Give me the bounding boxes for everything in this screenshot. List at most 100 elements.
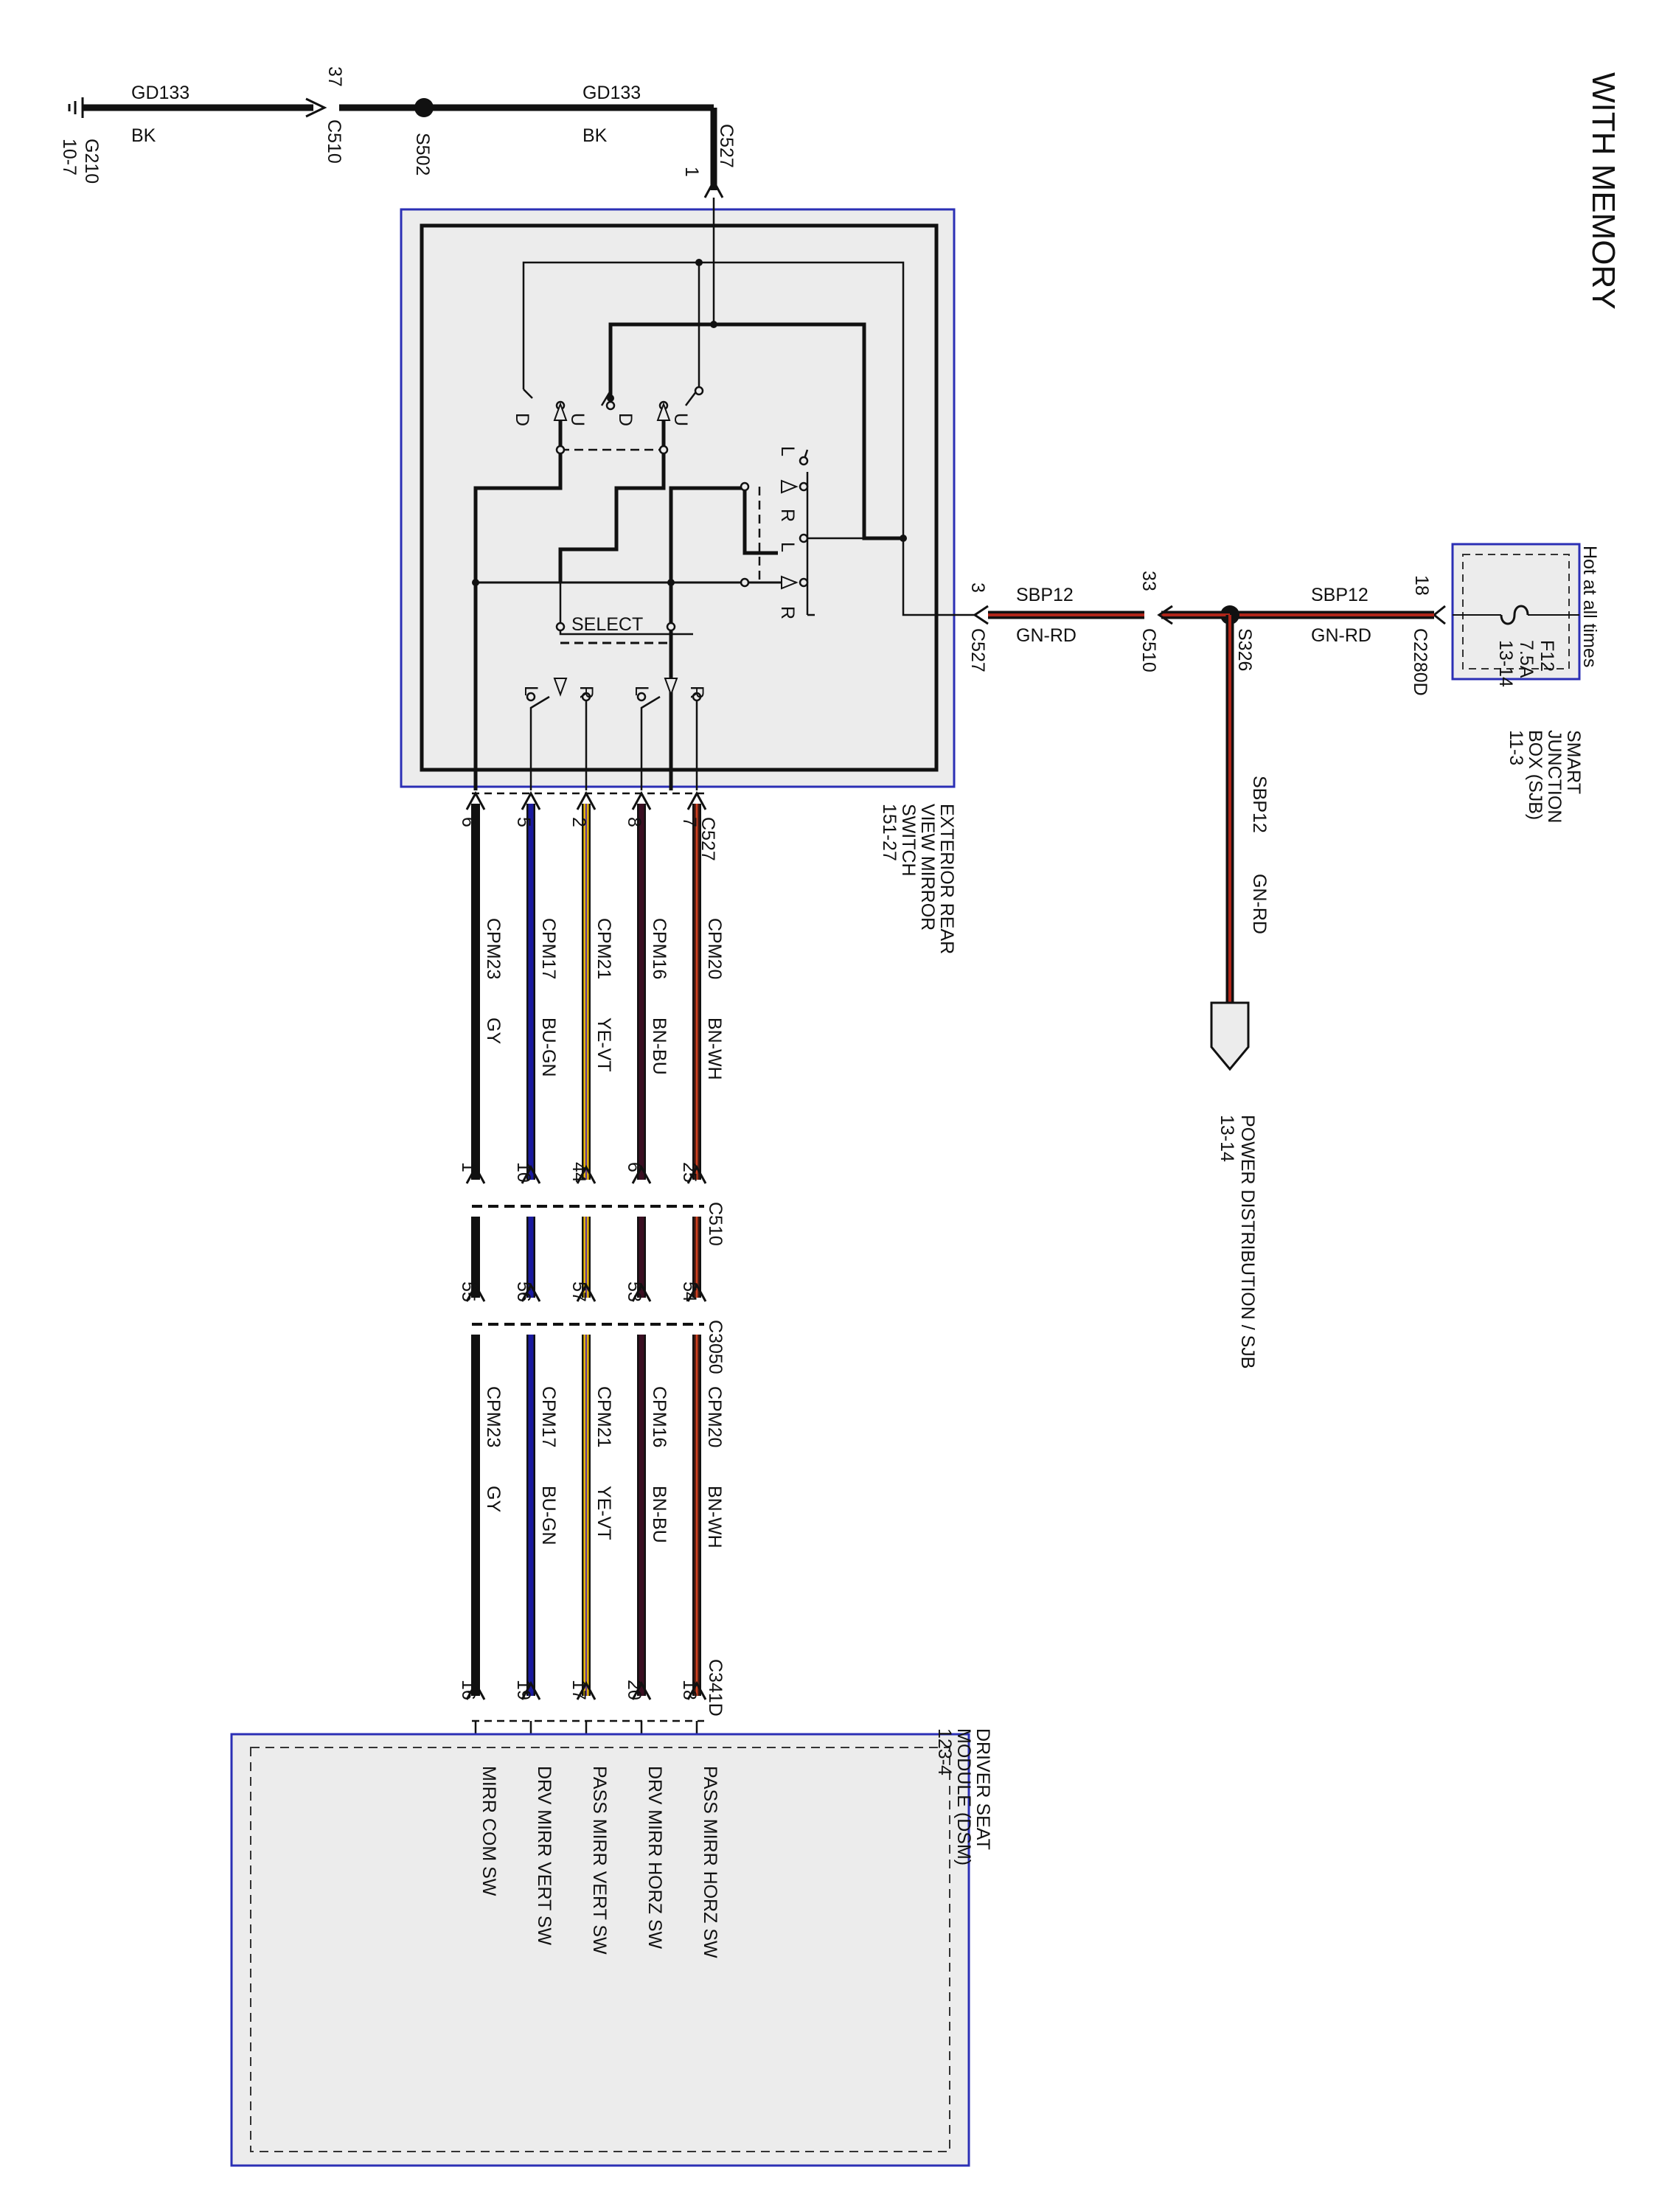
pos-label-l4: L <box>631 686 652 696</box>
circuit-cpm23-c510-terminal-in <box>465 1164 486 1184</box>
c341d-conn-label: C341D <box>705 1659 726 1717</box>
circuit-cpm20-code-2: CPM20 <box>704 1386 725 1447</box>
circuit-cpm21-c527-pin-wrap: 2 <box>568 817 589 827</box>
c527-top-pin: 1 <box>681 167 702 177</box>
dsm-inner <box>250 1747 950 2152</box>
pos-label-l1: L <box>777 446 798 456</box>
pos-label-u1: U <box>567 413 588 426</box>
circuit-cpm21-color-2-wrap: YE-VT <box>594 1486 614 1540</box>
circuit-cpm23-c3050-pin-wrap: 55 <box>458 1281 479 1302</box>
circuit-cpm16-color-1: BN-BU <box>649 1018 669 1075</box>
circuit-cpm21-c510-pin-wrap: 44 <box>568 1162 589 1183</box>
circuit-cpm23-c527-pin-wrap: 6 <box>458 817 479 827</box>
sjb-name-2: JUNCTION <box>1544 730 1565 823</box>
ground-symbol <box>68 97 84 118</box>
ground-wire-color-left: BK <box>131 125 156 146</box>
ground-ref: 10-7 <box>59 139 80 175</box>
circuit-cpm23-dsm-pin-wrap: 16 <box>458 1680 479 1700</box>
circuit-cpm16-c510-terminal-in <box>631 1164 652 1184</box>
circuit-cpm17-color-1-wrap: BU-GN <box>538 1018 559 1077</box>
dsm-function-labels: PASS MIRR HORZ SW DRV MIRR HORZ SW PASS MI… <box>479 1766 720 1958</box>
mirror-switch-junctions <box>472 259 907 586</box>
circuit-cpm17-c527-pin: 5 <box>513 817 534 827</box>
circuit-cpm17-c510-pin-wrap: 10 <box>513 1162 534 1183</box>
circuit-cpm17-dsm-pin-wrap: 19 <box>513 1680 534 1700</box>
circuit-cpm21-code-2-wrap: CPM21 <box>594 1386 614 1447</box>
circuit-cpm16-c510-pin-wrap: 6 <box>624 1162 644 1172</box>
circuit-cpm21-code-1-wrap: CPM21 <box>594 918 614 979</box>
feed-group: SBP12 GN-RD SBP12 GN-RD 18 C2280D S326 3… <box>967 571 1434 1368</box>
circuit-cpm21-dsm-function: PASS MIRR VERT SW <box>589 1766 610 1955</box>
c510-feed-terminal <box>1157 605 1173 625</box>
circuit-cpm16-code-1-wrap: CPM16 <box>649 918 669 979</box>
circuit-cpm16-color-2: BN-BU <box>649 1486 669 1543</box>
circuit-cpm21-dsm-function-wrap: PASS MIRR VERT SW <box>589 1766 610 1955</box>
circuit-cpm16-c510-pin: 6 <box>624 1162 644 1172</box>
pos-label-l2: L <box>777 542 798 552</box>
circuit-cpm23-code-2-wrap: CPM23 <box>483 1386 504 1447</box>
circuit-cpm17-c3050-pin: 56 <box>513 1281 534 1302</box>
circuit-cpm21-color-1: YE-VT <box>594 1018 614 1072</box>
c510-ground-pin: 37 <box>324 66 345 87</box>
circuit-cpm17-c341d-terminal-in <box>521 1680 541 1700</box>
circuit-cpm16-c527-terminal <box>631 790 652 810</box>
feed-w3-conn: C527 <box>967 628 988 672</box>
sjb-group: Hot at all times F12 7.5A 13-14 SMART JU… <box>1432 543 1600 823</box>
circuit-cpm20-color-1-wrap: BN-WH <box>704 1018 725 1080</box>
fuse-ref: 13-14 <box>1495 640 1516 687</box>
c510-ground-terminal <box>305 97 327 118</box>
circuit-cpm17-c3050-terminal-in <box>521 1282 541 1302</box>
circuit-cpm17-color-1: BU-GN <box>538 1018 559 1077</box>
pos-label-r2: R <box>777 606 798 619</box>
pos-label-d2: D <box>615 413 636 426</box>
circuit-cpm23-c3050-terminal-in <box>465 1282 486 1302</box>
splice-s502-label: S502 <box>412 133 433 175</box>
circuit-cpm20-dsm-function: PASS MIRR HORZ SW <box>700 1766 720 1958</box>
select-label: SELECT <box>571 614 643 635</box>
circuit-cpm20-c510-terminal-in <box>686 1164 707 1184</box>
ground-wire-group: GD133 BK GD133 BK G210 10-7 37 C510 S502… <box>59 66 737 198</box>
fuse-rating: 7.5A <box>1516 640 1537 678</box>
circuit-cpm21-code-1: CPM21 <box>594 918 614 979</box>
circuit-cpm23-color-2: GY <box>483 1486 504 1512</box>
circuit-cpm21-color-2: YE-VT <box>594 1486 614 1540</box>
circuit-cpm23-color-1: GY <box>483 1018 504 1044</box>
circuit-cpm17-c3050-pin-wrap: 56 <box>513 1281 534 1302</box>
ground-wire-code-right: GD133 <box>582 83 641 103</box>
sjb-inner <box>1462 554 1570 669</box>
circuit-cpm20-code-1-wrap: CPM20 <box>704 918 725 979</box>
c527-ground-terminal <box>703 178 724 198</box>
circuit-cpm20-color-2: BN-WH <box>704 1486 725 1548</box>
mirror-switch-arrows <box>553 402 799 697</box>
c510-conn-label: C510 <box>705 1202 726 1246</box>
mirror-switch-name-1: EXTERIOR REAR <box>936 804 957 954</box>
circuit-cpm16-dsm-function: DRV MIRR HORZ SW <box>644 1766 665 1950</box>
sjb-name-ref: 11-3 <box>1506 730 1526 765</box>
feed-branch-code: SBP12 <box>1249 776 1270 833</box>
circuit-cpm17-color-2: BU-GN <box>538 1486 559 1545</box>
circuit-cpm21-c341d-terminal-in <box>576 1680 597 1700</box>
circuit-cpm17-code-1: CPM17 <box>538 918 559 979</box>
circuit-cpm21-c3050-terminal-in <box>576 1282 597 1302</box>
power-distribution-arrow <box>1210 1001 1250 1071</box>
mirror-switch-box <box>400 208 956 788</box>
pos-label-l3: L <box>521 686 541 696</box>
circuit-cpm20-code-2-wrap: CPM20 <box>704 1386 725 1447</box>
circuit-cpm20-c527-pin-wrap: 7 <box>679 817 700 827</box>
c527-top-conn: C527 <box>716 124 737 168</box>
fuse-f12-label: F12 <box>1537 640 1557 672</box>
feed-w1-pin: 18 <box>1411 575 1432 596</box>
circuit-cpm16-c3050-pin: 53 <box>624 1281 644 1302</box>
dsm-group: DRIVER SEAT MODULE (DSM) 123-4 PASS MIRR… <box>230 1728 993 2167</box>
circuit-cpm17-code-1-wrap: CPM17 <box>538 918 559 979</box>
circuit-cpm21-dsm-pin: 17 <box>568 1680 589 1700</box>
circuit-cpm20-c3050-terminal-in <box>686 1282 707 1302</box>
pos-label-r3: R <box>576 686 597 699</box>
circuit-cpm17-dsm-function: DRV MIRR VERT SW <box>534 1766 554 1945</box>
circuit-cpm16-code-2: CPM16 <box>649 1386 669 1447</box>
ground-wire-code-left: GD133 <box>131 83 189 103</box>
circuit-cpm17-c527-terminal <box>521 790 541 810</box>
circuit-bundle: C510 C3050 C341D 7CPM20BN-WH2554CPM20BN-… <box>458 790 726 1777</box>
power-distribution-label: POWER DISTRIBUTION / SJB <box>1237 1115 1258 1368</box>
circuit-cpm17-c510-pin: 10 <box>513 1162 534 1183</box>
